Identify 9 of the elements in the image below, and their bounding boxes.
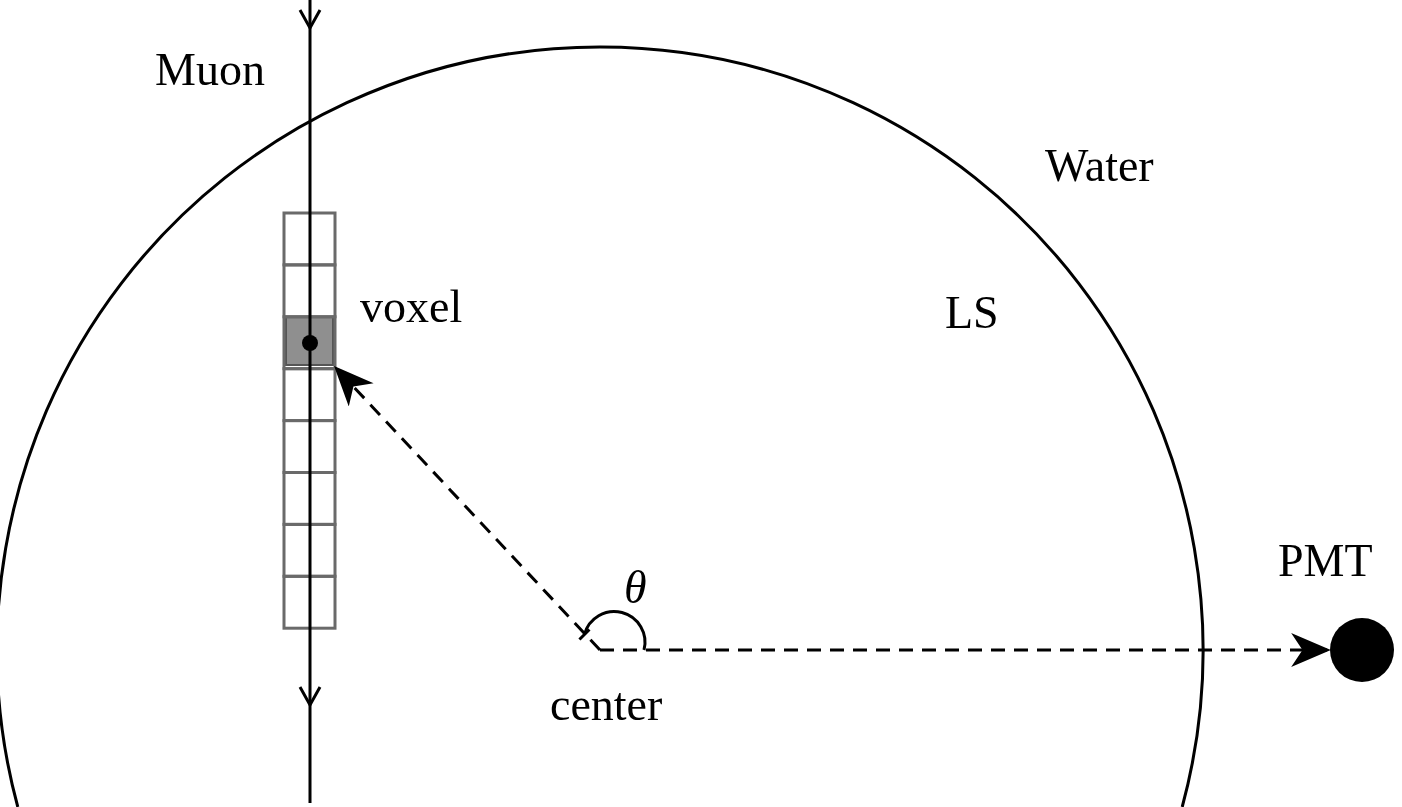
muon-label: Muon bbox=[155, 47, 265, 93]
dashed-arrow bbox=[334, 365, 602, 652]
region-label: LS bbox=[945, 290, 999, 336]
center-label: center bbox=[550, 682, 663, 728]
region-label: Water bbox=[1045, 143, 1154, 189]
angle-label: θ bbox=[624, 565, 647, 611]
dashed-arrow bbox=[600, 633, 1331, 667]
pmt-label: PMT bbox=[1278, 538, 1373, 584]
voxel-label: voxel bbox=[360, 284, 463, 330]
